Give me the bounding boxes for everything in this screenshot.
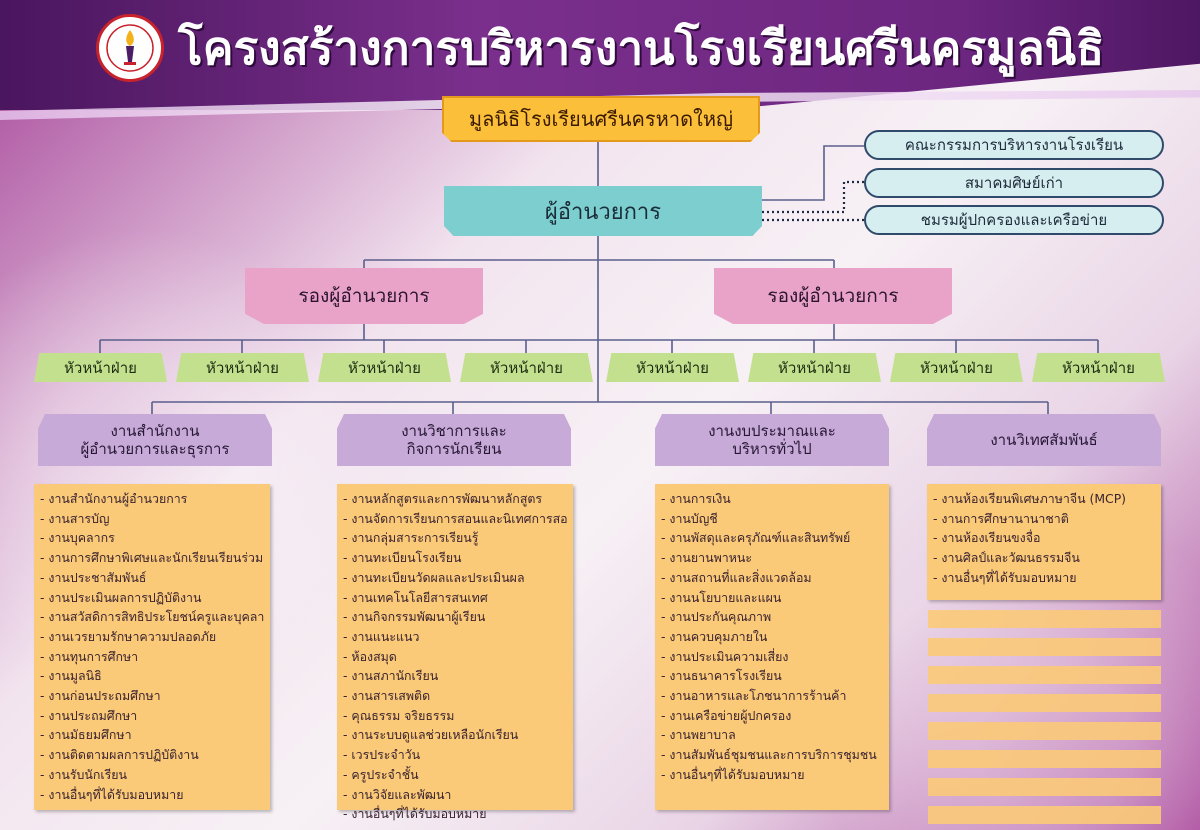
duty-item: - งานประชาสัมพันธ์ xyxy=(40,569,147,585)
department-title-line2: ผู้อำนวยการและธุรการ xyxy=(80,440,230,458)
duty-item: - งานทุนการศึกษา xyxy=(40,648,139,664)
division-head-box: หัวหน้าฝ่าย xyxy=(176,353,309,382)
department-title-line2: บริหารทั่วไป xyxy=(732,440,812,458)
duty-item: - งานเวรยามรักษาความปลอดภัย xyxy=(40,628,217,644)
duty-item: - งานสำนักงานผู้อำนวยการ xyxy=(40,491,188,506)
duty-item: - งานนโยบายและแผน xyxy=(661,589,782,605)
decorative-stripes xyxy=(928,610,1161,830)
duty-item: - งานจัดการเรียนการสอนและนิเทศการสอน xyxy=(343,510,567,526)
division-head-box: หัวหน้าฝ่าย xyxy=(1032,353,1165,382)
duty-item: - งานทะเบียนโรงเรียน xyxy=(343,550,462,566)
duty-item: - งานประเมินผลการปฏิบัติงาน xyxy=(40,589,202,605)
page-title: โครงสร้างการบริหารงานโรงเรียนศรีนครมูลนิ… xyxy=(178,21,1105,75)
duty-item: - งานก่อนประถมศึกษา xyxy=(40,688,161,704)
duty-item: - คุณธรรม จริยธรรม xyxy=(343,707,455,723)
duty-item: - งานติดตามผลการปฏิบัติงาน xyxy=(40,747,199,763)
duty-item: - งานการศึกษานานาชาติ xyxy=(933,510,1069,526)
duty-item: - เวรประจำวัน xyxy=(343,747,421,763)
department-title-line1: งานสำนักงาน xyxy=(110,422,200,440)
side-box-alumni-association: สมาคมศิษย์เก่า xyxy=(864,168,1164,198)
duty-item: - งานควบคุมภายใน xyxy=(661,628,768,644)
duty-item: - งานวิจัยและพัฒนา xyxy=(343,786,452,802)
division-head-box: หัวหน้าฝ่าย xyxy=(606,353,739,382)
department-header-office: งานสำนักงาน ผู้อำนวยการและธุรการ xyxy=(38,414,272,466)
duty-item: - งานการศึกษาพิเศษและนักเรียนเรียนร่วม xyxy=(40,550,264,566)
duty-item: - งานอื่นๆที่ได้รับมอบหมาย xyxy=(40,786,184,802)
deputy-director-box: รองผู้อำนวยการ xyxy=(245,268,483,324)
duty-item: - งานกิจกรรมพัฒนาผู้เรียน xyxy=(343,609,486,625)
division-head-box: หัวหน้าฝ่าย xyxy=(748,353,881,382)
department-title-line1: งานวิชาการและ xyxy=(401,422,507,440)
duty-item: - งานอาหารและโภชนาการร้านค้า xyxy=(661,688,847,704)
side-box-parents-club: ชมรมผู้ปกครองและเครือข่าย xyxy=(864,205,1164,235)
deputy-director-box: รองผู้อำนวยการ xyxy=(714,268,952,324)
department-header-academic: งานวิชาการและ กิจการนักเรียน xyxy=(337,414,571,466)
duty-item: - งานสารบัญ xyxy=(40,510,110,526)
duty-item: - งานแนะแนว xyxy=(343,628,420,644)
duty-item: - งานบัญชี xyxy=(661,510,718,526)
duty-item: - งานพยาบาล xyxy=(661,727,736,743)
foundation-box: มูลนิธิโรงเรียนศรีนครหาดใหญ่ xyxy=(442,96,760,142)
duty-item: - ห้องสมุด xyxy=(343,648,397,664)
duty-item: - งานสัมพันธ์ชุมชนและการบริการชุมชน xyxy=(661,747,877,763)
duty-item: - งานอื่นๆที่ได้รับมอบหมาย xyxy=(933,569,1077,585)
duty-item: - งานมูลนิธิ xyxy=(40,668,102,684)
duty-item: - งานมัธยมศึกษา xyxy=(40,727,132,743)
duty-item: - งานเทคโนโลยีสารสนเทศ xyxy=(343,589,488,605)
duty-item: - งานธนาคารโรงเรียน xyxy=(661,668,782,684)
duty-item: - งานกลุ่มสาระการเรียนรู้ xyxy=(343,530,479,546)
duty-list-academic: - งานหลักสูตรและการพัฒนาหลักสูตร - งานจัด… xyxy=(337,484,573,821)
division-head-box: หัวหน้าฝ่าย xyxy=(890,353,1023,382)
duty-item: - งานสวัสดิการสิทธิประโยชน์ครูและบุคลากร xyxy=(40,609,264,625)
duty-item: - งานหลักสูตรและการพัฒนาหลักสูตร xyxy=(343,491,543,506)
department-title-line1: งานวิเทศสัมพันธ์ xyxy=(990,431,1098,449)
duty-item: - ครูประจำชั้น xyxy=(343,766,419,782)
division-head-box: หัวหน้าฝ่าย xyxy=(34,353,167,382)
department-title-line1: งานงบประมาณและ xyxy=(708,422,836,440)
duty-item: - งานบุคลากร xyxy=(40,530,115,546)
duty-item: - งานอื่นๆที่ได้รับมอบหมาย xyxy=(661,766,805,782)
division-head-box: หัวหน้าฝ่าย xyxy=(460,353,593,382)
school-logo xyxy=(96,14,164,82)
torch-emblem-icon xyxy=(106,24,154,72)
duty-item: - งานพัสดุและครุภัณฑ์และสินทรัพย์ xyxy=(661,530,851,546)
duty-item: - งานรับนักเรียน xyxy=(40,766,128,782)
duty-item: - งานสภานักเรียน xyxy=(343,668,439,684)
duty-item: - งานเครือข่ายผู้ปกครอง xyxy=(661,707,792,723)
duty-item: - งานห้องเรียนขงจื่อ xyxy=(933,530,1041,546)
duty-item: - งานทะเบียนวัดผลและประเมินผล xyxy=(343,569,525,585)
department-title-line2: กิจการนักเรียน xyxy=(406,440,502,458)
duty-item: - งานประกันคุณภาพ xyxy=(661,609,772,625)
duty-list-budget: - งานการเงิน - งานบัญชี - งานพัสดุและครุภั… xyxy=(655,484,889,810)
duty-item: - งานยานพาหนะ xyxy=(661,550,752,566)
duty-item: - งานระบบดูแลช่วยเหลือนักเรียน xyxy=(343,727,519,743)
duty-item: - งานประเมินความเสี่ยง xyxy=(661,648,789,664)
department-header-budget: งานงบประมาณและ บริหารทั่วไป xyxy=(655,414,889,466)
duty-item: - งานห้องเรียนพิเศษภาษาจีน (MCP) xyxy=(933,491,1127,506)
duty-item: - งานศิลป์และวัฒนธรรมจีน xyxy=(933,550,1080,566)
duty-item: - งานอื่นๆที่ได้รับมอบหมาย xyxy=(343,806,487,822)
duty-item: - งานสถานที่และสิ่งแวดล้อม xyxy=(661,569,812,585)
duty-item: - งานประถมศึกษา xyxy=(40,707,138,723)
side-box-executive-committee: คณะกรรมการบริหารงานโรงเรียน xyxy=(864,130,1164,160)
duty-list-office: - งานสำนักงานผู้อำนวยการ - งานสารบัญ - งาน… xyxy=(34,484,270,810)
duty-item: - งานสารเสพติด xyxy=(343,688,431,704)
department-header-international: งานวิเทศสัมพันธ์ xyxy=(927,414,1161,466)
director-box: ผู้อำนวยการ xyxy=(444,186,762,236)
duty-item: - งานการเงิน xyxy=(661,491,731,506)
duty-list-international: - งานห้องเรียนพิเศษภาษาจีน (MCP) - งานการ… xyxy=(927,484,1161,600)
division-head-box: หัวหน้าฝ่าย xyxy=(318,353,451,382)
